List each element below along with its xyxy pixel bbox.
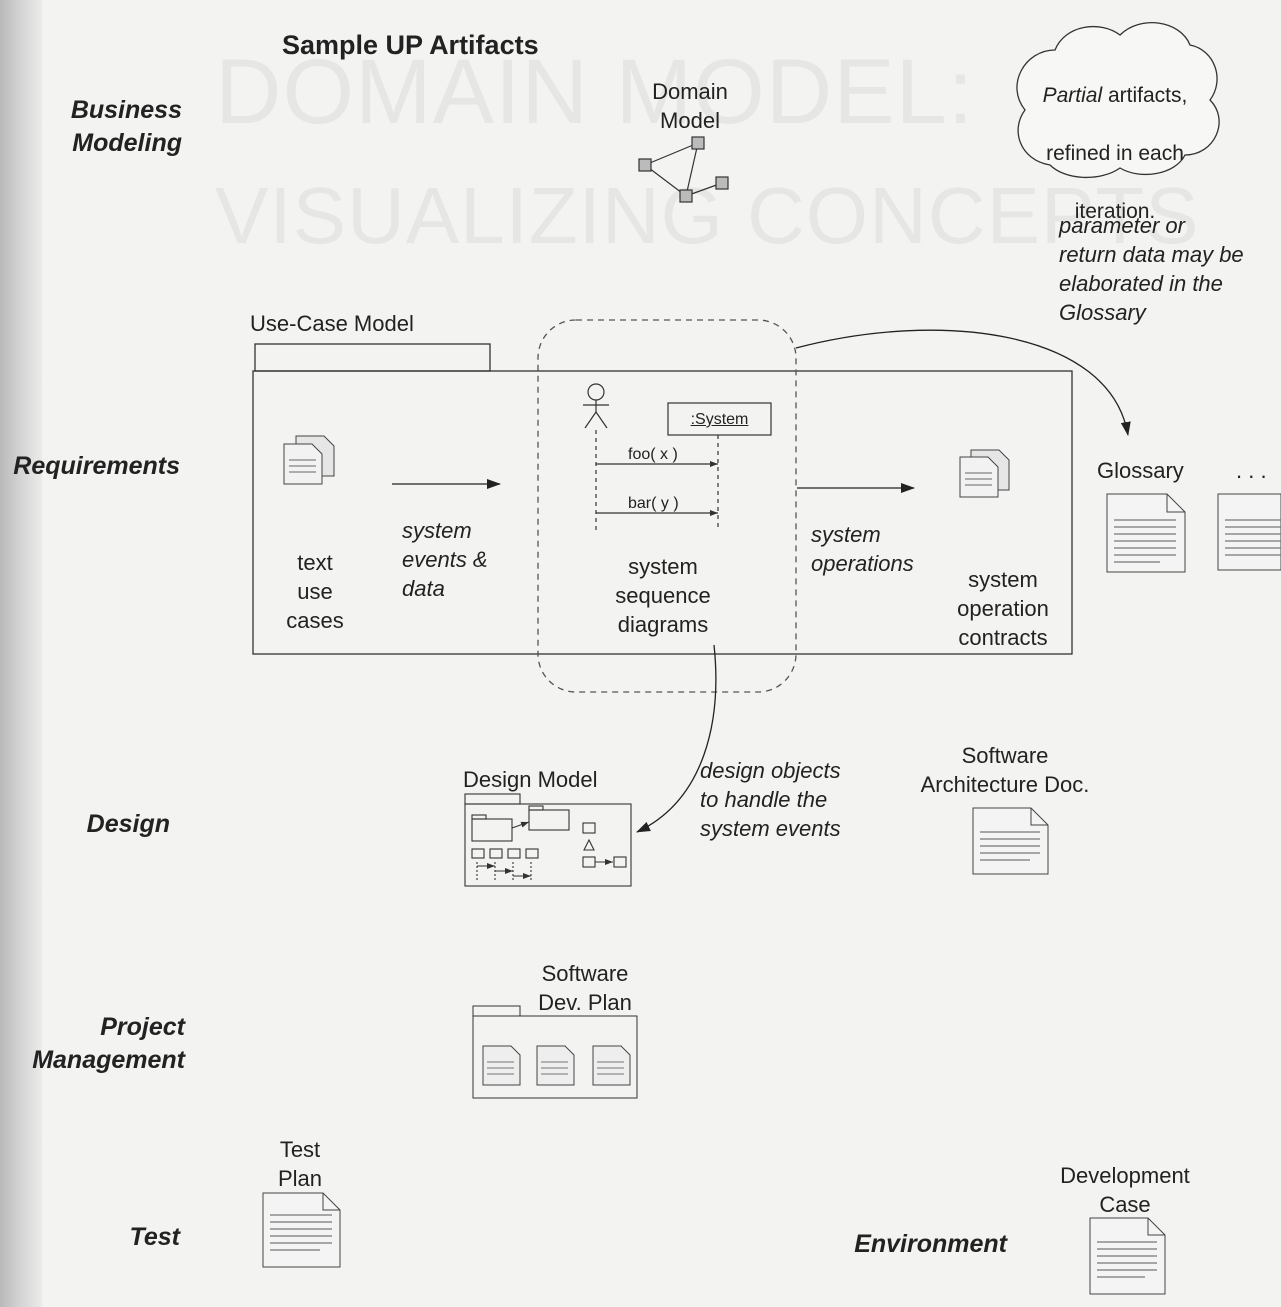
ssd-label: system sequence diagrams bbox=[615, 554, 711, 637]
glossary-label: Glossary bbox=[1097, 458, 1184, 483]
test-plan-label: Test Plan bbox=[277, 1137, 323, 1191]
lane-requirements: Requirements bbox=[13, 452, 180, 480]
text-use-cases-label: text use cases bbox=[286, 550, 344, 633]
cloud-note-shape bbox=[1016, 22, 1220, 179]
software-dev-plan-package bbox=[472, 1005, 638, 1099]
ssd-highlight-region bbox=[537, 319, 797, 693]
software-architecture-document-icon bbox=[972, 807, 1049, 875]
ellipsis: . . . bbox=[1236, 458, 1267, 483]
arrow-to-glossary bbox=[795, 329, 1131, 436]
background-heading-line1: DOMAIN MODEL: bbox=[215, 41, 975, 143]
design-model-package bbox=[464, 793, 632, 887]
lane-environment: Environment bbox=[854, 1230, 1007, 1258]
contracts-label: system operation contracts bbox=[957, 567, 1049, 650]
use-case-model-label: Use-Case Model bbox=[250, 311, 414, 336]
test-plan-document-icon bbox=[262, 1192, 341, 1268]
additional-artifact-icon bbox=[1217, 493, 1281, 571]
software-dev-plan-label: Software Dev. Plan bbox=[538, 961, 632, 1015]
software-architecture-doc-label: Software Architecture Doc. bbox=[920, 743, 1090, 797]
page-binding-shadow bbox=[0, 0, 42, 1307]
lane-design: Design bbox=[86, 810, 170, 838]
ssd-message-bar: bar( y ) bbox=[628, 495, 679, 512]
domain-model-icon bbox=[638, 136, 729, 203]
development-case-document-icon bbox=[1089, 1217, 1166, 1295]
lane-business-modeling: Business Modeling bbox=[70, 96, 182, 157]
background-heading-line2: VISUALIZING CONCEPTS bbox=[215, 171, 1200, 260]
ssd-message-foo: foo( x ) bbox=[628, 446, 678, 463]
cloud-note-rest: artifacts, bbox=[1102, 84, 1188, 107]
system-events-label: system events & data bbox=[402, 518, 488, 601]
cloud-note-text: Partial artifacts, refined in each itera… bbox=[1015, 52, 1215, 226]
glossary-note: parameter or return data may be elaborat… bbox=[1059, 213, 1244, 325]
development-case-label: Development Case bbox=[1060, 1163, 1190, 1217]
use-case-model-package bbox=[252, 343, 1073, 655]
ssd-object-label: :System bbox=[690, 411, 749, 428]
cloud-note-emphasis: Partial bbox=[1042, 84, 1103, 107]
ssd-drawing bbox=[583, 383, 772, 530]
lane-test: Test bbox=[129, 1223, 180, 1251]
arrow-to-design-model bbox=[636, 644, 717, 833]
lane-project-management: Project Management bbox=[32, 1013, 185, 1074]
system-operations-label: system operations bbox=[811, 522, 914, 576]
design-objects-note: design objects to handle the system even… bbox=[700, 758, 841, 841]
diagram-title: Sample UP Artifacts bbox=[282, 30, 539, 60]
cloud-note-line3: iteration. bbox=[1074, 200, 1156, 223]
domain-model-label: Domain Model bbox=[652, 79, 728, 133]
cloud-note-line2: refined in each bbox=[1046, 142, 1184, 165]
design-model-label: Design Model bbox=[463, 767, 598, 792]
glossary-document-icon bbox=[1106, 493, 1186, 573]
contracts-icon bbox=[959, 449, 1010, 498]
text-use-cases-icon bbox=[283, 435, 335, 485]
